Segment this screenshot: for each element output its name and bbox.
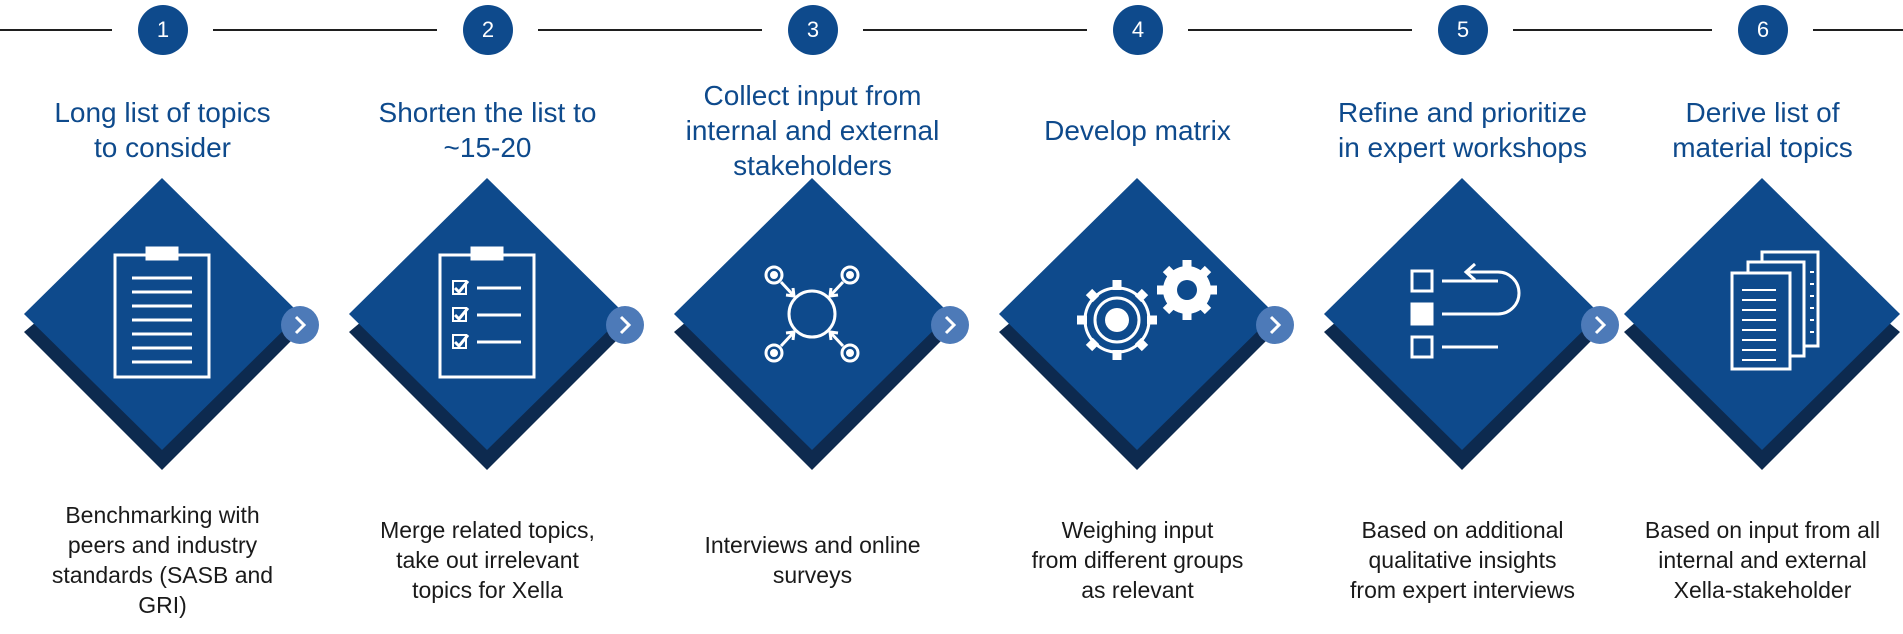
step-description: Weighing input from different groups as … [1031,517,1244,603]
step-title: Develop matrix [1044,114,1231,146]
step-6: 6 Derive list of material topics [1600,0,1903,634]
step-5: 5 Refine and prioritize in expert worksh… [1300,0,1625,634]
step-divider-line [1813,29,1903,31]
step-divider-line [538,29,650,31]
step-description: Based on input from all internal and ext… [1644,517,1881,603]
step-title: Refine and prioritize in expert workshop… [1337,97,1588,163]
step-divider-line [975,29,1087,31]
step-diamond [1624,178,1900,470]
next-arrow-icon [606,306,644,344]
step-divider-line [863,29,975,31]
step-3: 3 Collect input from internal and extern… [650,0,975,634]
step-number: 3 [788,5,838,55]
step-divider-line [1300,29,1412,31]
step-number: 1 [138,5,188,55]
step-title: Derive list of material topics [1672,97,1853,163]
step-number: 5 [1438,5,1488,55]
step-divider-line [0,29,112,31]
step-diamond [24,178,300,470]
step-2: 2 Shorten the list to ~15-20 Merge relat… [325,0,650,634]
step-description: Benchmarking with peers and industry sta… [51,502,274,618]
step-divider-line [1188,29,1300,31]
next-arrow-icon [1581,306,1619,344]
step-number: 6 [1738,5,1788,55]
next-arrow-icon [931,306,969,344]
step-divider-line [325,29,437,31]
next-arrow-icon [1256,306,1294,344]
step-diamond [349,178,625,470]
step-description: Based on additional qualitative insights… [1350,517,1575,603]
step-title: Collect input from internal and external… [685,79,940,181]
step-diamond [1324,178,1600,470]
step-1: 1 Long list of topics to consider Benchm… [0,0,325,634]
next-arrow-icon [281,306,319,344]
step-title: Shorten the list to ~15-20 [378,97,597,163]
step-divider-line [213,29,325,31]
step-description: Interviews and online surveys [704,532,921,588]
prioritize-icon [1410,262,1521,359]
step-diamond [999,178,1275,470]
step-4: 4 Develop matrix [975,0,1300,634]
step-divider-line [1513,29,1625,31]
step-title: Long list of topics to consider [54,97,271,163]
network-icon [764,265,860,363]
clipboard-icon [113,246,211,379]
checklist-icon [438,246,536,379]
step-divider-line [1600,29,1712,31]
step-description: Merge related topics, take out irrelevan… [380,517,595,603]
gears-icon [1077,260,1217,360]
documents-icon [1730,250,1820,371]
step-diamond [674,178,950,470]
step-divider-line [650,29,762,31]
step-number: 2 [463,5,513,55]
step-number: 4 [1113,5,1163,55]
